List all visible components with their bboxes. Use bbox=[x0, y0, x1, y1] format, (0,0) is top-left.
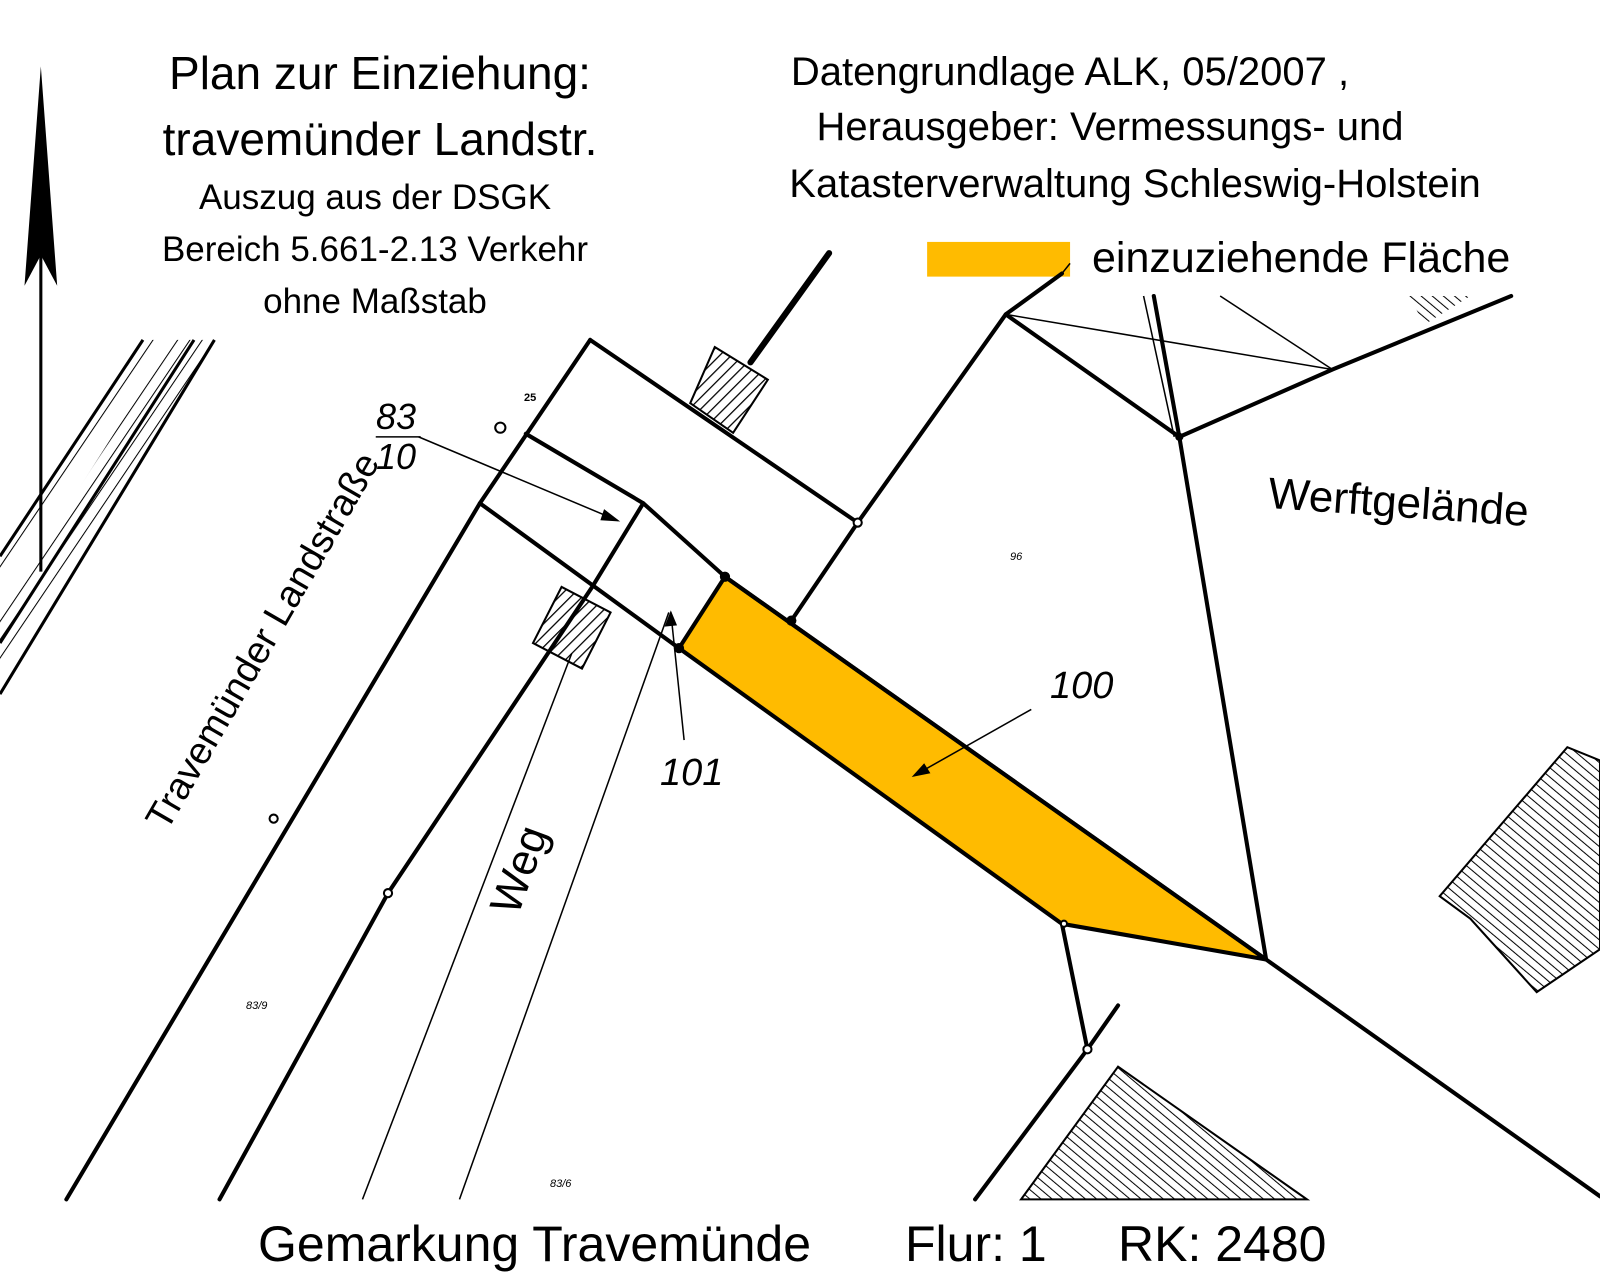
source-line-1: Datengrundlage ALK, 05/2007 , bbox=[790, 50, 1350, 94]
parcel-83-10-numerator: 83 bbox=[376, 396, 417, 437]
parcel-101-label: 101 bbox=[660, 752, 724, 794]
boundary-points bbox=[268, 421, 1093, 1055]
title-line-2: travemünder Landstr. bbox=[162, 113, 598, 165]
source-line-2: Herausgeber: Vermessungs- und bbox=[816, 105, 1404, 149]
footer-gemarkung: Gemarkung Travemünde bbox=[258, 1216, 812, 1272]
parcel-83-6-label: 83/6 bbox=[550, 1178, 572, 1190]
building bbox=[1409, 296, 1471, 325]
title-line-5: ohne Maßstab bbox=[263, 282, 487, 321]
footer-flur: Flur: 1 bbox=[905, 1216, 1047, 1272]
building bbox=[531, 585, 612, 670]
legend-swatch bbox=[927, 241, 1071, 277]
building bbox=[1019, 1065, 1311, 1201]
title-line-3: Auszug aus der DSGK bbox=[198, 178, 552, 217]
title-line-4: Bereich 5.661-2.13 Verkehr bbox=[161, 230, 589, 269]
railway bbox=[0, 339, 216, 695]
north-arrow-icon bbox=[24, 66, 58, 572]
building bbox=[688, 345, 770, 435]
title-line-1: Plan zur Einziehung: bbox=[169, 47, 591, 99]
legend-label: einzuziehende Fläche bbox=[1092, 234, 1511, 282]
footer-rk: RK: 2480 bbox=[1118, 1216, 1327, 1272]
parcel-100-label: 100 bbox=[1050, 665, 1114, 707]
parcel-96-label: 96 bbox=[1010, 551, 1023, 563]
building bbox=[1438, 745, 1600, 994]
house-number-25: 25 bbox=[524, 392, 537, 404]
source-line-3: Katasterverwaltung Schleswig-Holstein bbox=[789, 162, 1481, 206]
parcel-83-9-label: 83/9 bbox=[246, 1000, 268, 1012]
parcel-83-10-denominator: 10 bbox=[376, 436, 417, 477]
withdrawal-area bbox=[676, 573, 1268, 962]
